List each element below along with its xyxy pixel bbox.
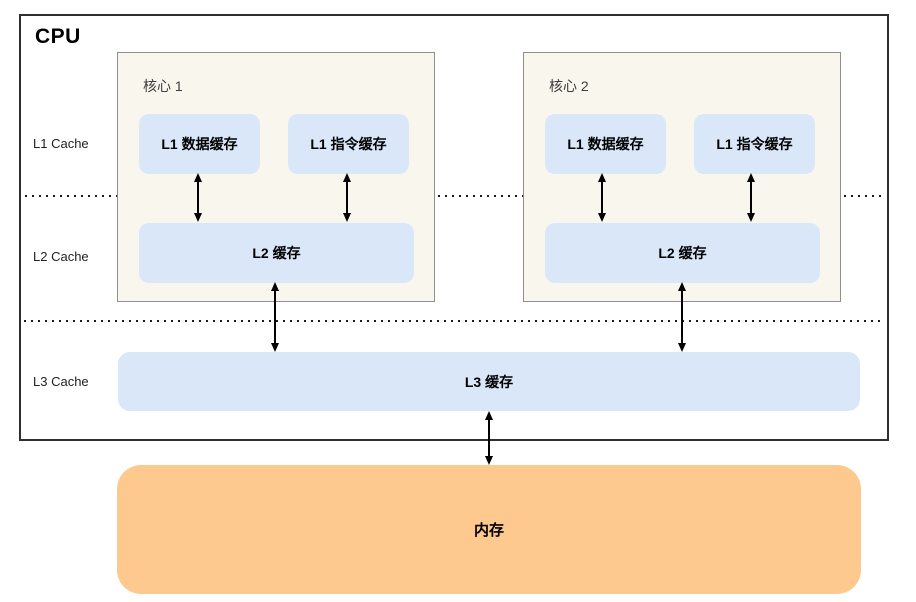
core-1-l2-cache: L2 缓存: [139, 223, 414, 283]
arrow-core2-l1data-l2-icon: [596, 173, 608, 222]
core-2-l2-cache: L2 缓存: [545, 223, 820, 283]
core-2-label: 核心 2: [549, 78, 589, 94]
core-1-label: 核心 1: [143, 78, 183, 94]
core-2-box: 核心 2 L1 数据缓存 L1 指令缓存 L2 缓存: [523, 52, 841, 302]
l3-cache-box: L3 缓存: [118, 352, 860, 411]
row-label-l2-cache: L2 Cache: [33, 249, 89, 264]
core-1-box: 核心 1 L1 数据缓存 L1 指令缓存 L2 缓存: [117, 52, 435, 302]
core-1-l1-data-cache: L1 数据缓存: [139, 114, 260, 174]
arrow-l3-memory-icon: [483, 411, 495, 465]
cpu-title: CPU: [35, 25, 81, 48]
arrow-core1-l2-l3-icon: [269, 282, 281, 352]
arrow-core2-l2-l3-icon: [676, 282, 688, 352]
arrow-core1-l1data-l2-icon: [192, 173, 204, 222]
dotted-separator-l1-l2: [25, 195, 883, 197]
core-1-l1-instruction-cache: L1 指令缓存: [288, 114, 409, 174]
dotted-separator-l2-l3: [24, 320, 882, 322]
core-2-l1-instruction-cache: L1 指令缓存: [694, 114, 815, 174]
arrow-core1-l1instr-l2-icon: [341, 173, 353, 222]
memory-box: 内存: [117, 465, 861, 594]
arrow-core2-l1instr-l2-icon: [745, 173, 757, 222]
row-label-l3-cache: L3 Cache: [33, 374, 89, 389]
core-2-l1-data-cache: L1 数据缓存: [545, 114, 666, 174]
row-label-l1-cache: L1 Cache: [33, 136, 89, 151]
